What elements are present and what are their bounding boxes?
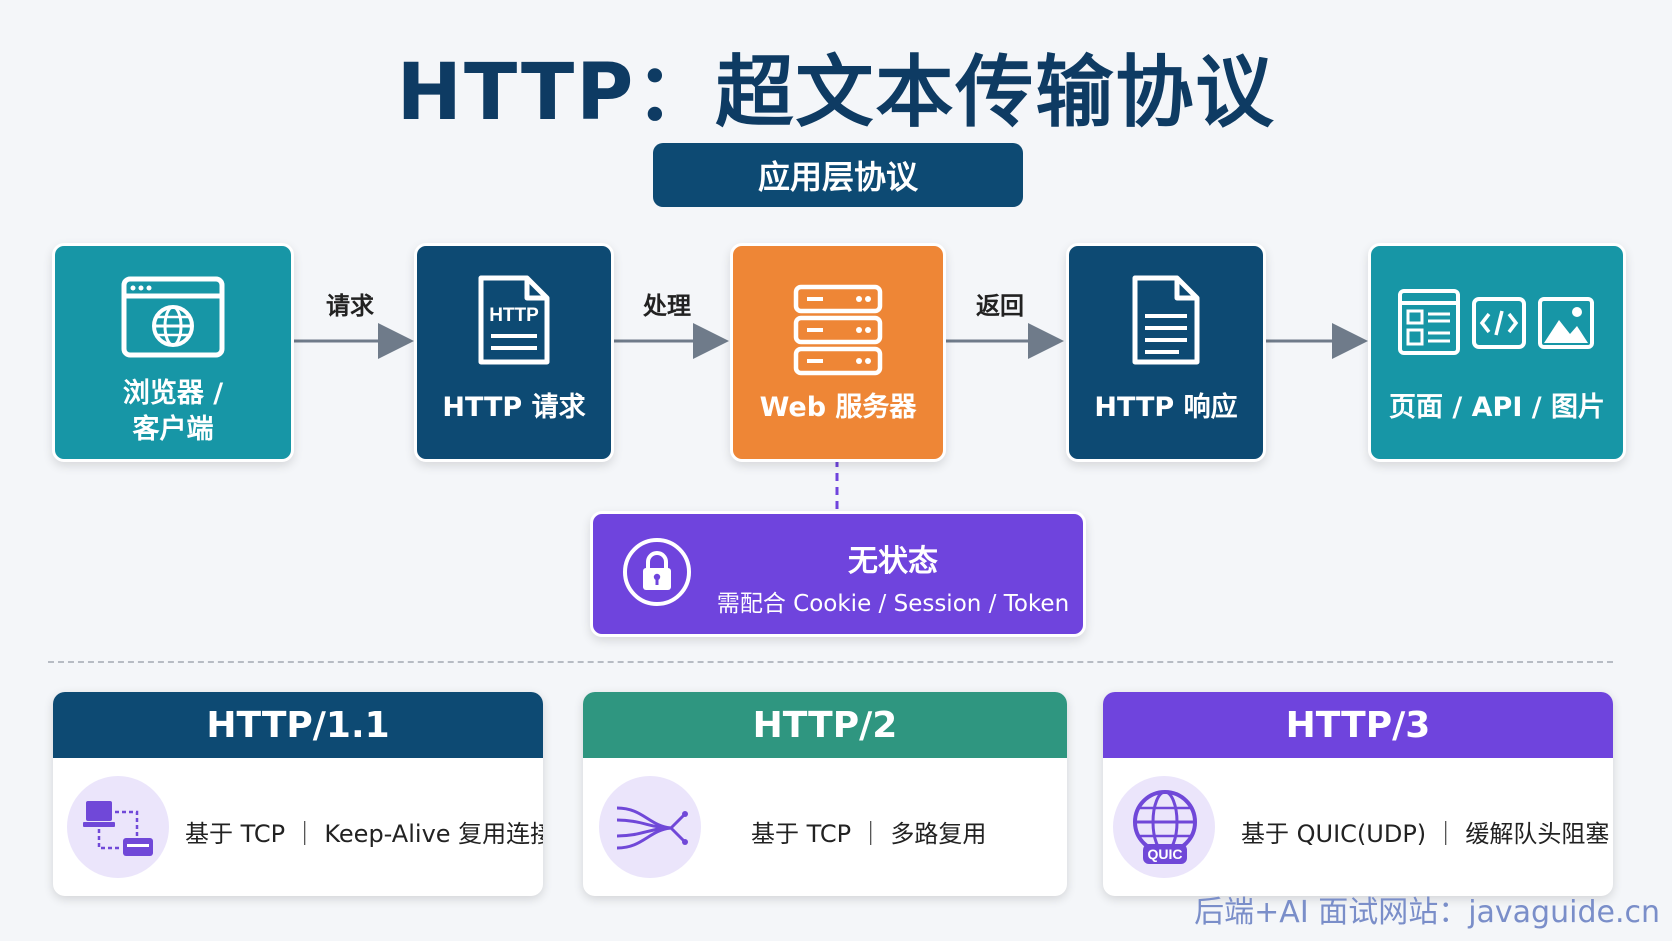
stateless-subtitle: 需配合 Cookie / Session / Token <box>716 591 1070 617</box>
stateless-title: 无状态 <box>848 544 938 579</box>
version-card-desc: 基于 TCP ｜ Keep-Alive 复用连接 <box>185 820 543 848</box>
node-resources: 页面 / API / 图片 <box>1368 243 1626 462</box>
lock-icon <box>623 538 691 606</box>
page-layout-icon <box>1398 289 1460 355</box>
node-http-response-label: HTTP 响应 <box>1094 392 1238 423</box>
version-card-title: HTTP/2 <box>583 692 1067 758</box>
http-document-icon: HTTP <box>478 275 550 365</box>
arrow-label-process: 处理 <box>643 292 691 320</box>
code-api-icon <box>1472 297 1526 349</box>
version-card-title: HTTP/1.1 <box>53 692 543 758</box>
version-card-title: HTTP/3 <box>1103 692 1613 758</box>
layer-badge: 应用层协议 <box>653 143 1023 207</box>
icon-circle <box>599 776 701 878</box>
persistent-connection-icon <box>83 801 153 856</box>
node-client: 浏览器 / 客户端 <box>52 243 294 462</box>
page-title: HTTP：超文本传输协议 <box>396 48 1276 138</box>
image-icon <box>1538 297 1594 349</box>
icon-circle <box>67 776 169 878</box>
version-card-desc: 基于 TCP ｜ 多路复用 <box>751 820 987 848</box>
arrow-label-return: 返回 <box>976 292 1024 320</box>
node-client-label-line1: 浏览器 / <box>122 378 224 409</box>
node-web-server-label: Web 服务器 <box>759 392 917 423</box>
browser-globe-icon <box>121 276 225 358</box>
quic-globe-icon: QUIC <box>1133 790 1197 864</box>
server-stack-icon <box>793 284 883 376</box>
site-footer-link[interactable]: 后端+AI 面试网站：javaguide.cn <box>1194 895 1660 930</box>
response-document-icon <box>1132 275 1200 365</box>
node-web-server: Web 服务器 <box>730 243 946 462</box>
flow-arrows <box>292 323 1368 509</box>
version-card-http11: HTTP/1.1 基于 TCP ｜ Keep-Alive 复用连接 <box>53 692 543 896</box>
stateless-box: 无状态 需配合 Cookie / Session / Token <box>590 511 1086 637</box>
icon-circle: QUIC <box>1113 776 1215 878</box>
arrow-label-request: 请求 <box>326 292 374 320</box>
multiplexing-icon <box>616 806 688 850</box>
node-http-request: HTTP HTTP 请求 <box>414 243 614 462</box>
node-client-label-line2: 客户端 <box>132 414 214 445</box>
svg-text:HTTP: HTTP <box>489 305 539 326</box>
version-card-http3: HTTP/3 QUIC 基于 QUIC(UDP) ｜ 缓解队头阻塞 <box>1103 692 1613 896</box>
node-resources-label: 页面 / API / 图片 <box>1388 392 1606 423</box>
section-divider <box>48 661 1613 663</box>
quic-badge-text: QUIC <box>1148 846 1183 862</box>
node-http-request-label: HTTP 请求 <box>442 392 586 423</box>
version-card-desc: 基于 QUIC(UDP) ｜ 缓解队头阻塞 <box>1241 820 1610 848</box>
version-card-http2: HTTP/2 基于 TCP ｜ 多路复用 <box>583 692 1067 896</box>
node-http-response: HTTP 响应 <box>1066 243 1266 462</box>
